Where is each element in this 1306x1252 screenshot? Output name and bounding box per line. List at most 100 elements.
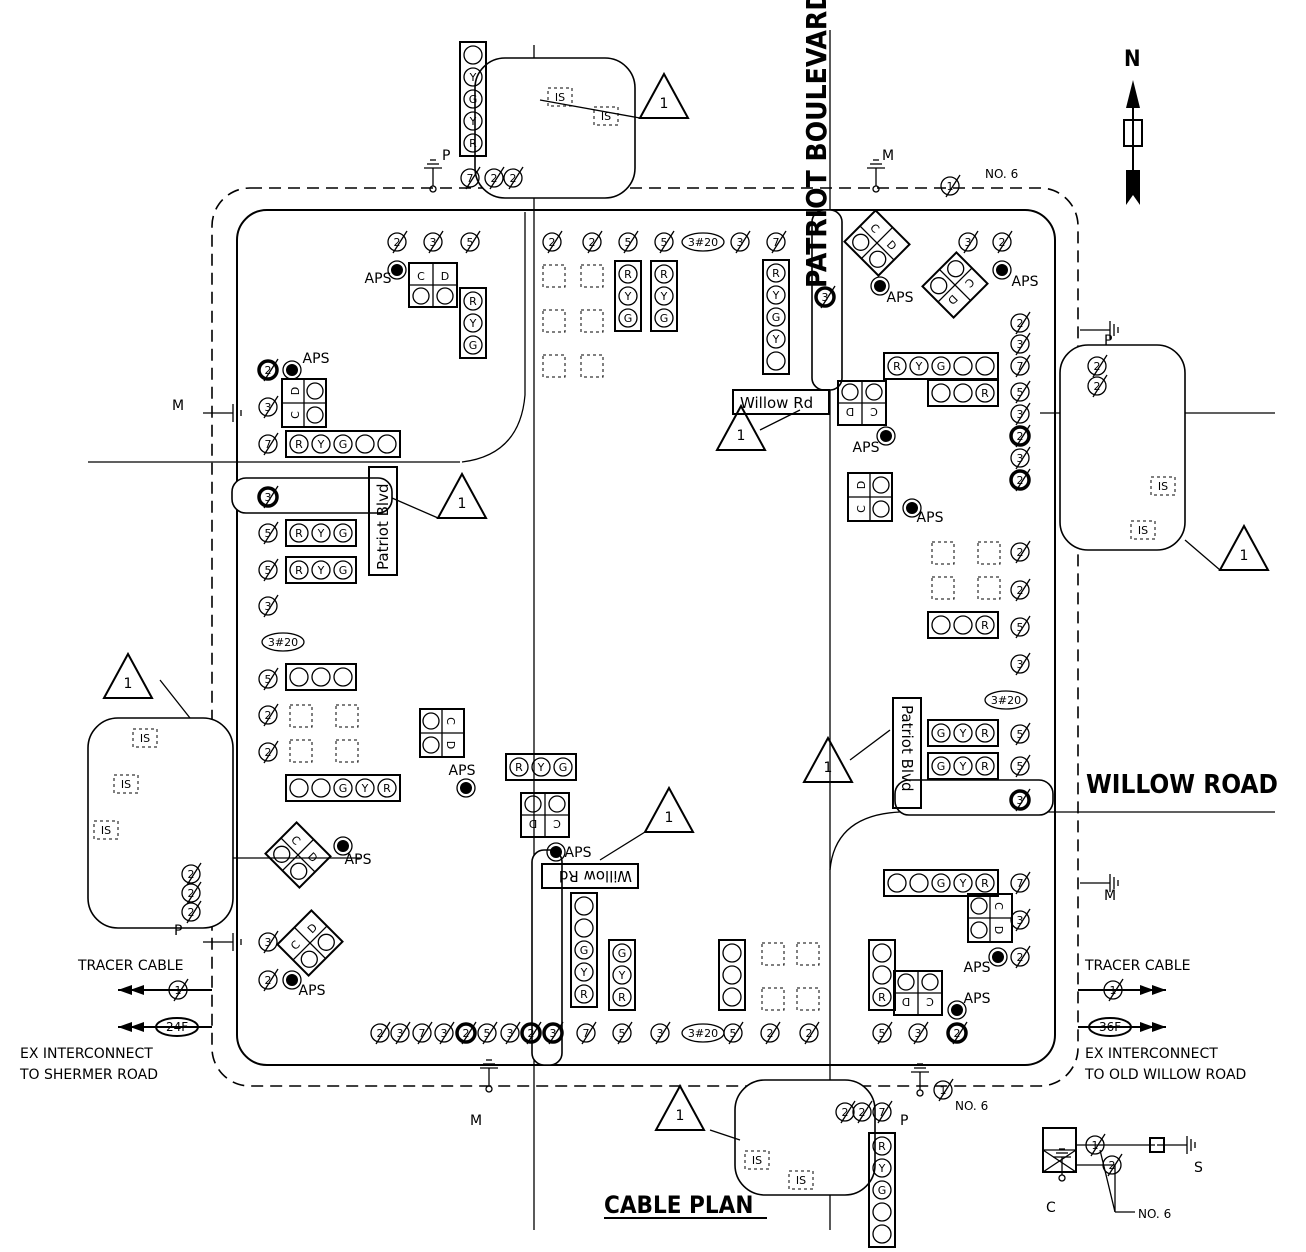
cable-count-marker bbox=[542, 232, 562, 252]
cable-count-marker bbox=[654, 232, 674, 252]
signal-lens bbox=[909, 356, 929, 376]
signal-lens-label: R bbox=[893, 360, 901, 373]
signal-lens-label: Y bbox=[959, 877, 967, 890]
revision-number: 1 bbox=[458, 496, 467, 512]
pedestrian-signal: CD bbox=[847, 472, 893, 522]
is-label: IS bbox=[121, 778, 131, 791]
cable-count-label: 3 bbox=[265, 600, 272, 613]
cable-count-marker bbox=[852, 1102, 872, 1122]
signal-lens-label: G bbox=[660, 312, 669, 325]
signal-lens bbox=[872, 1158, 892, 1178]
signal-head bbox=[718, 939, 746, 1011]
cable-count-marker bbox=[1010, 382, 1030, 402]
signal-lens bbox=[766, 307, 786, 327]
aps-label: APS bbox=[853, 440, 880, 456]
signal-lens bbox=[333, 778, 353, 798]
is-label: IS bbox=[601, 110, 611, 123]
aps-button-icon bbox=[550, 846, 562, 858]
cable-count-marker bbox=[984, 690, 1028, 710]
signal-lens bbox=[975, 383, 995, 403]
revision-triangle bbox=[802, 735, 854, 783]
signal-lens bbox=[463, 111, 483, 131]
ped-label-d: D bbox=[305, 850, 320, 865]
aps-label: APS bbox=[964, 991, 991, 1007]
cable-count-marker bbox=[503, 168, 523, 188]
cable-count-label: 5 bbox=[1017, 386, 1024, 399]
revision-number: 1 bbox=[1240, 548, 1249, 564]
cable-count-marker bbox=[390, 1023, 410, 1043]
cable-count-label: 2 bbox=[394, 236, 401, 249]
cable-count-label: 3 bbox=[430, 236, 437, 249]
signal-lens bbox=[463, 45, 483, 65]
cable-count-label: 3 bbox=[265, 401, 272, 414]
cable-count-label: 5 bbox=[265, 527, 272, 540]
cable-count-label: 2 bbox=[1017, 951, 1024, 964]
cable-count-marker bbox=[1010, 724, 1030, 744]
cable-count-marker bbox=[258, 397, 278, 417]
signal-lens-label: R bbox=[295, 564, 303, 577]
signal-lens-label: G bbox=[580, 944, 589, 957]
cable-count-marker bbox=[1010, 873, 1030, 893]
cable-count-marker bbox=[835, 1102, 855, 1122]
revision-triangle bbox=[102, 651, 154, 699]
ped-label-c: C bbox=[870, 405, 878, 418]
signal-lens bbox=[953, 756, 973, 776]
conduit-loop bbox=[211, 187, 1079, 1087]
signal-lens-label: Y bbox=[361, 782, 369, 795]
signal-lens-label: G bbox=[339, 782, 348, 795]
signal-lens bbox=[953, 723, 973, 743]
is-box bbox=[547, 87, 573, 107]
signal-lens-label: Y bbox=[618, 969, 626, 982]
signal-lens bbox=[872, 1202, 892, 1222]
signal-lens bbox=[355, 434, 375, 454]
cable-count-label: 7 bbox=[1017, 360, 1024, 373]
signal-lens bbox=[311, 523, 331, 543]
signal-lens-label: Y bbox=[959, 760, 967, 773]
signal-head: R bbox=[927, 379, 999, 407]
signal-lens-label: R bbox=[469, 137, 477, 150]
pedestrian-signal: CD bbox=[843, 209, 911, 277]
cable-count-marker bbox=[181, 883, 201, 903]
walk-icon bbox=[930, 277, 948, 295]
cable-count-label: 2 bbox=[1094, 360, 1101, 373]
signal-lens bbox=[931, 615, 951, 635]
cable-count-label: 5 bbox=[730, 1027, 737, 1040]
cable-count-label: 3 bbox=[397, 1027, 404, 1040]
svg-text:NO. 6: NO. 6 bbox=[1138, 1207, 1171, 1221]
aps-label: APS bbox=[1012, 274, 1039, 290]
walk-icon bbox=[897, 973, 915, 991]
signal-lens bbox=[909, 873, 929, 893]
cable-count-label: 5 bbox=[265, 564, 272, 577]
cable-count-marker bbox=[1010, 542, 1030, 562]
signal-lens bbox=[872, 965, 892, 985]
is-box bbox=[593, 106, 619, 126]
walk-icon bbox=[317, 933, 335, 951]
pedestrian-signal: CD bbox=[967, 893, 1013, 943]
cable-count-label: 7 bbox=[419, 1027, 426, 1040]
signal-lens bbox=[931, 383, 951, 403]
cable-count-label: 7 bbox=[265, 438, 272, 451]
ped-label-d: D bbox=[289, 387, 302, 395]
signal-lens bbox=[574, 896, 594, 916]
aps-label: APS bbox=[365, 271, 392, 287]
hand-icon bbox=[306, 406, 324, 424]
ground-label: P bbox=[174, 923, 182, 939]
cable-count-label: 3 bbox=[441, 1027, 448, 1040]
is-label: IS bbox=[101, 824, 111, 837]
aps-label: APS bbox=[449, 763, 476, 779]
signal-lens bbox=[618, 286, 638, 306]
cable-count-label: 2 bbox=[954, 1027, 961, 1040]
signal-lens bbox=[333, 560, 353, 580]
ground-label: P bbox=[442, 148, 450, 164]
ped-label-d: D bbox=[529, 817, 537, 830]
is-box bbox=[93, 820, 119, 840]
ground-label: C bbox=[1046, 1200, 1056, 1216]
signal-lens-label: G bbox=[469, 339, 478, 352]
walk-icon bbox=[872, 476, 890, 494]
signal-lens bbox=[463, 313, 483, 333]
cable-count-marker bbox=[730, 232, 750, 252]
revision-triangle bbox=[643, 785, 695, 833]
